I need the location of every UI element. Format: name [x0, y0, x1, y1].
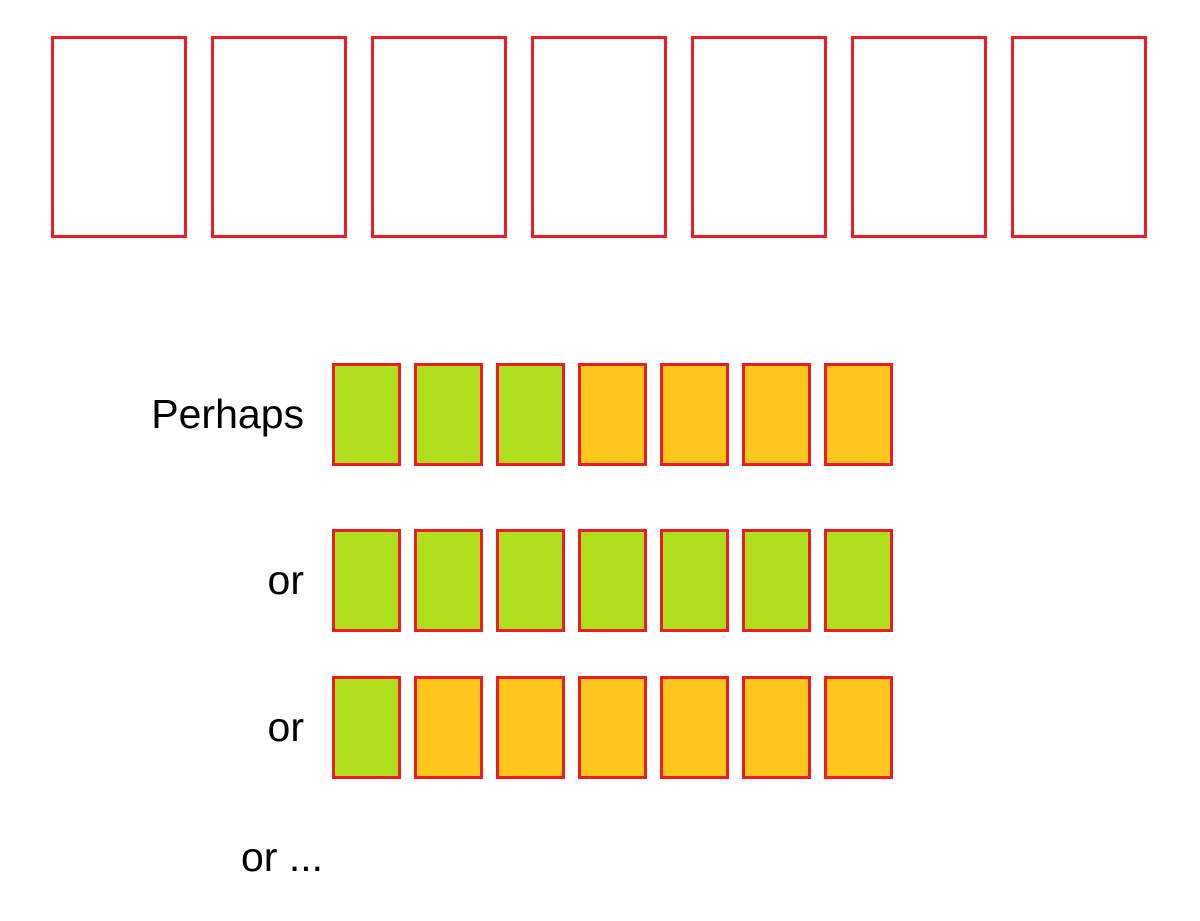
option-row-label-perhaps: Perhaps — [151, 391, 304, 437]
empty-box — [51, 36, 187, 238]
tile-orange — [578, 363, 647, 466]
option-row-or-ellipsis: or ... — [0, 826, 1200, 888]
tile-orange — [414, 676, 483, 779]
empty-box — [1011, 36, 1147, 238]
option-row-label-or-ellipsis: or ... — [241, 833, 324, 880]
tile-orange — [742, 676, 811, 779]
tile-orange — [496, 676, 565, 779]
tile-green — [332, 363, 401, 466]
tile-orange — [578, 676, 647, 779]
empty-box — [371, 36, 507, 238]
option-row-label-or-2: or — [267, 704, 304, 750]
empty-boxes-row — [51, 36, 1147, 238]
tile-strip-or-2 — [332, 676, 893, 779]
option-row-perhaps: Perhaps — [0, 363, 1200, 466]
tile-orange — [824, 363, 893, 466]
tile-green — [660, 529, 729, 632]
tile-orange — [660, 363, 729, 466]
option-row-label-or-1: or — [267, 557, 304, 603]
empty-box — [851, 36, 987, 238]
tile-green — [824, 529, 893, 632]
empty-box — [211, 36, 347, 238]
tile-green — [496, 363, 565, 466]
tile-green — [414, 363, 483, 466]
option-row-or-2: or — [0, 676, 1200, 779]
tile-green — [332, 529, 401, 632]
tile-orange — [742, 363, 811, 466]
option-row-or-1: or — [0, 529, 1200, 632]
empty-box — [531, 36, 667, 238]
tile-orange — [660, 676, 729, 779]
tile-green — [332, 676, 401, 779]
tile-green — [742, 529, 811, 632]
tile-orange — [824, 676, 893, 779]
tile-strip-perhaps — [332, 363, 893, 466]
empty-box — [691, 36, 827, 238]
tile-strip-or-1 — [332, 529, 893, 632]
tile-green — [496, 529, 565, 632]
tile-green — [578, 529, 647, 632]
tile-green — [414, 529, 483, 632]
